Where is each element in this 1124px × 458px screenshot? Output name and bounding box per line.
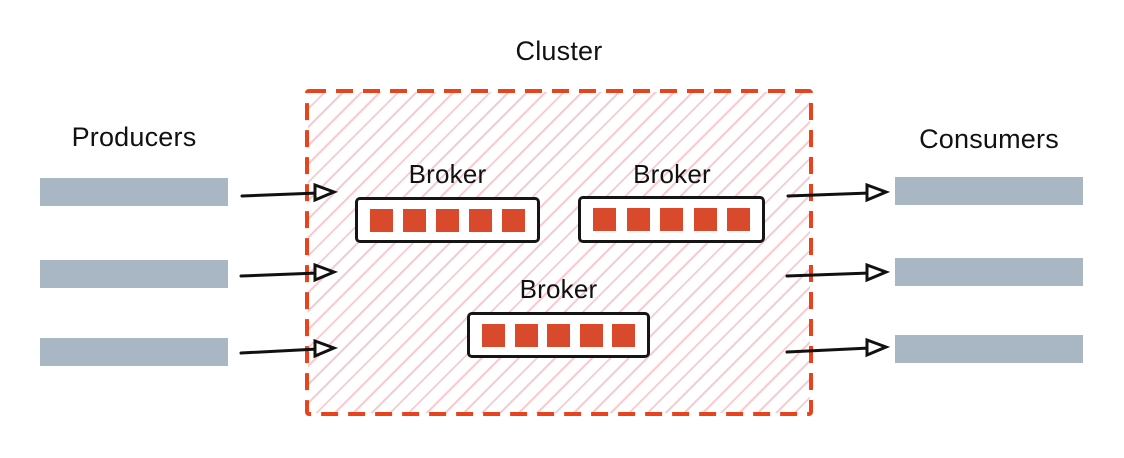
cluster-title: Cluster xyxy=(515,36,603,66)
partition-square xyxy=(514,323,538,347)
partition-square xyxy=(547,323,570,347)
broker-2-box xyxy=(578,196,765,243)
partition-square xyxy=(469,208,492,232)
partition-square xyxy=(727,208,750,231)
broker-3-label: Broker xyxy=(519,274,598,304)
partition-square xyxy=(579,323,603,347)
producer-bar xyxy=(40,178,228,206)
partition-square xyxy=(626,208,650,231)
partition-square xyxy=(612,323,635,347)
producers-label: Producers xyxy=(71,122,197,152)
consumer-bar xyxy=(895,177,1083,205)
partition-square xyxy=(482,323,505,347)
cluster-boundary-area xyxy=(308,92,810,413)
consumer-bar xyxy=(895,258,1083,286)
broker-1-box xyxy=(355,197,540,243)
producer-bar xyxy=(40,338,228,366)
producer-bar xyxy=(40,260,228,288)
broker-1-label: Broker xyxy=(408,159,487,189)
consumer-bar xyxy=(895,335,1083,363)
broker-2-label: Broker xyxy=(633,159,711,189)
partition-square xyxy=(660,208,683,231)
partition-square xyxy=(502,208,525,232)
consumers-label: Consumers xyxy=(919,124,1059,154)
partition-square xyxy=(370,208,393,232)
partition-square xyxy=(593,208,616,231)
partition-square xyxy=(436,208,459,232)
broker-3-box xyxy=(467,312,650,358)
partition-square xyxy=(693,208,717,231)
partition-square xyxy=(403,208,426,232)
